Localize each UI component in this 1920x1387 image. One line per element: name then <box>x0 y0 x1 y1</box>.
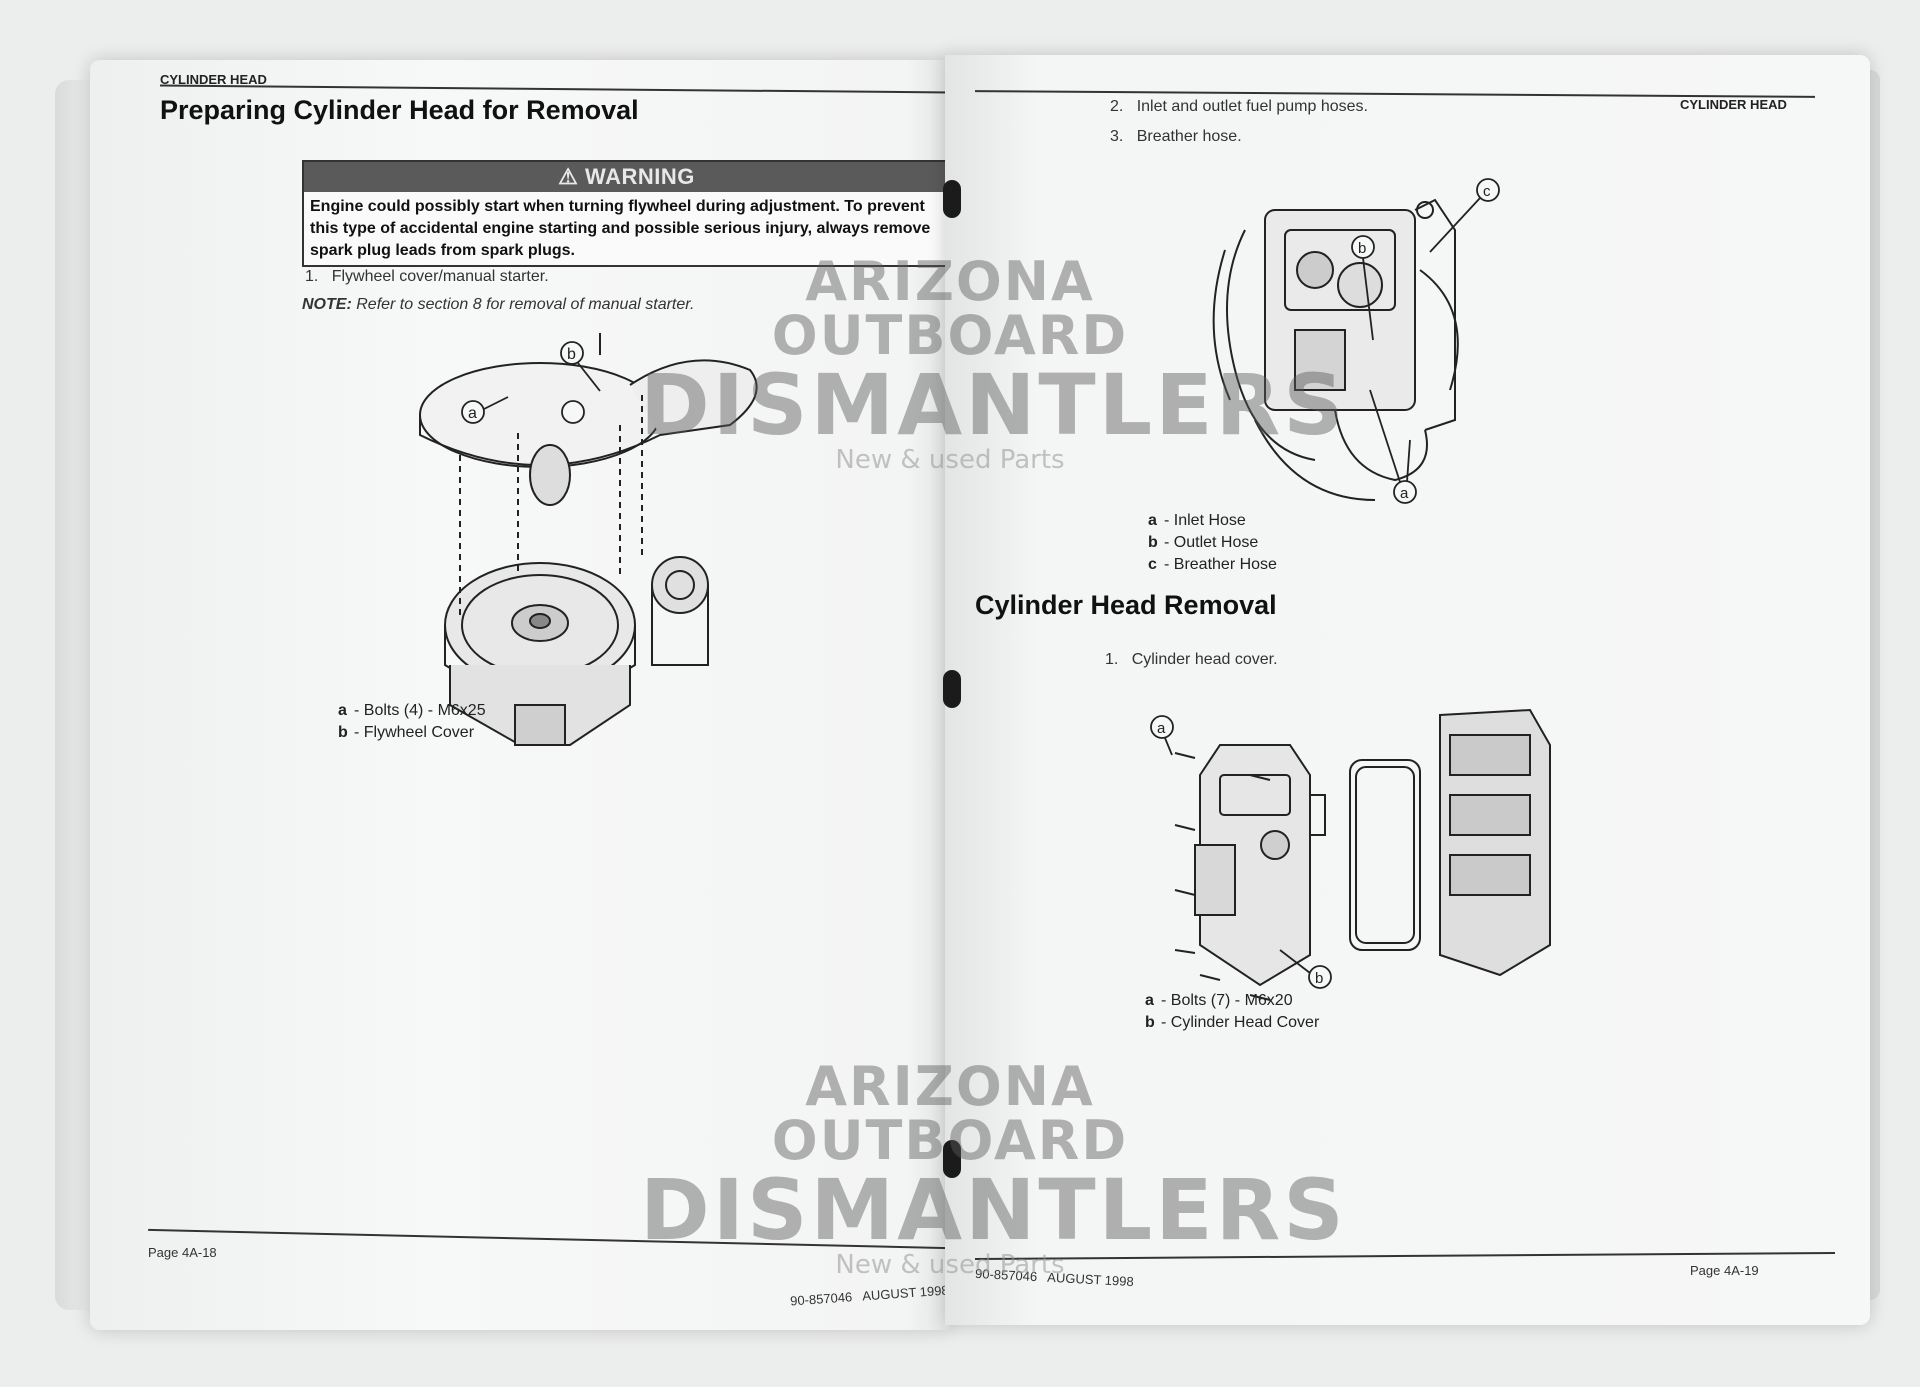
section-title: Cylinder Head Removal <box>975 590 1277 620</box>
running-head-left: CYLINDER HEAD <box>160 72 267 87</box>
note-text: Refer to section 8 for removal of manual… <box>356 296 695 313</box>
warning-heading-text: WARNING <box>585 164 695 189</box>
watermark-top: ARIZONA OUTBOARD DISMANTLERS New & used … <box>640 250 1347 475</box>
callout-a: a <box>1400 485 1409 502</box>
legend-item: b- Flywheel Cover <box>338 724 475 741</box>
warning-text: Engine could possibly start when turning… <box>310 198 931 259</box>
legend-item: b- Outlet Hose <box>1148 534 1259 551</box>
step-number: 1. <box>305 268 319 285</box>
legend-right-1: a- Inlet Hose b- Outlet Hose c- Breather… <box>1148 510 1277 576</box>
legend-item: b- Cylinder Head Cover <box>1145 1014 1320 1031</box>
step-2-right: 2. Inlet and outlet fuel pump hoses. <box>1110 98 1368 115</box>
page-number-right: Page 4A-19 <box>1690 1263 1759 1278</box>
legend-item: c- Breather Hose <box>1148 556 1277 573</box>
step-text: Flywheel cover/manual starter. <box>331 268 549 285</box>
step-1-right: 1. Cylinder head cover. <box>1105 651 1278 668</box>
step-1-left: 1. Flywheel cover/manual starter. <box>305 268 549 286</box>
legend-right-2: a- Bolts (7) - M6x20 b- Cylinder Head Co… <box>1145 990 1319 1034</box>
watermark-bottom: ARIZONA OUTBOARD DISMANTLERS New & used … <box>640 1055 1347 1280</box>
warning-triangle-icon: ⚠ <box>558 164 579 189</box>
callout-b: b <box>567 346 576 363</box>
callout-b: b <box>1315 970 1323 987</box>
cylinder-head-cover-figure: a b <box>1150 708 1551 1001</box>
binding-hole <box>943 180 961 218</box>
warning-box: ⚠ WARNING Engine could possibly start wh… <box>302 160 950 267</box>
note: NOTE: Refer to section 8 for removal of … <box>302 296 694 314</box>
note-label: NOTE: <box>302 296 352 313</box>
page-title: Preparing Cylinder Head for Removal <box>160 95 639 125</box>
step-3-right: 3. Breather hose. <box>1110 128 1242 145</box>
callout-a: a <box>468 405 477 422</box>
legend-item: a- Bolts (7) - M6x20 <box>1145 992 1293 1009</box>
left-page: CYLINDER HEAD Preparing Cylinder Head fo… <box>90 60 950 1330</box>
binding-hole <box>943 1140 961 1178</box>
header-rule-left <box>160 84 950 94</box>
legend-item: a- Bolts (4) - M6x25 <box>338 702 486 719</box>
callout-b: b <box>1358 240 1366 257</box>
running-head-right: CYLINDER HEAD <box>1680 97 1787 112</box>
page-number-left: Page 4A-18 <box>148 1245 217 1260</box>
fuel-pump-hoses-figure: c b a <box>1212 178 1500 504</box>
legend-item: a- Inlet Hose <box>1148 512 1246 529</box>
doc-id-left: 90-857046 AUGUST 1998 <box>789 1282 950 1309</box>
flywheel-cover-figure: a b <box>419 333 758 746</box>
warning-heading: ⚠ WARNING <box>304 162 949 192</box>
binding-hole <box>943 670 961 708</box>
right-page: CYLINDER HEAD 2. Inlet and outlet fuel p… <box>945 55 1870 1325</box>
callout-a: a <box>1157 720 1166 737</box>
callout-a-circle <box>461 400 485 424</box>
callout-c: c <box>1483 183 1491 200</box>
legend-left: a- Bolts (4) - M6x25 b- Flywheel Cover <box>338 700 486 744</box>
